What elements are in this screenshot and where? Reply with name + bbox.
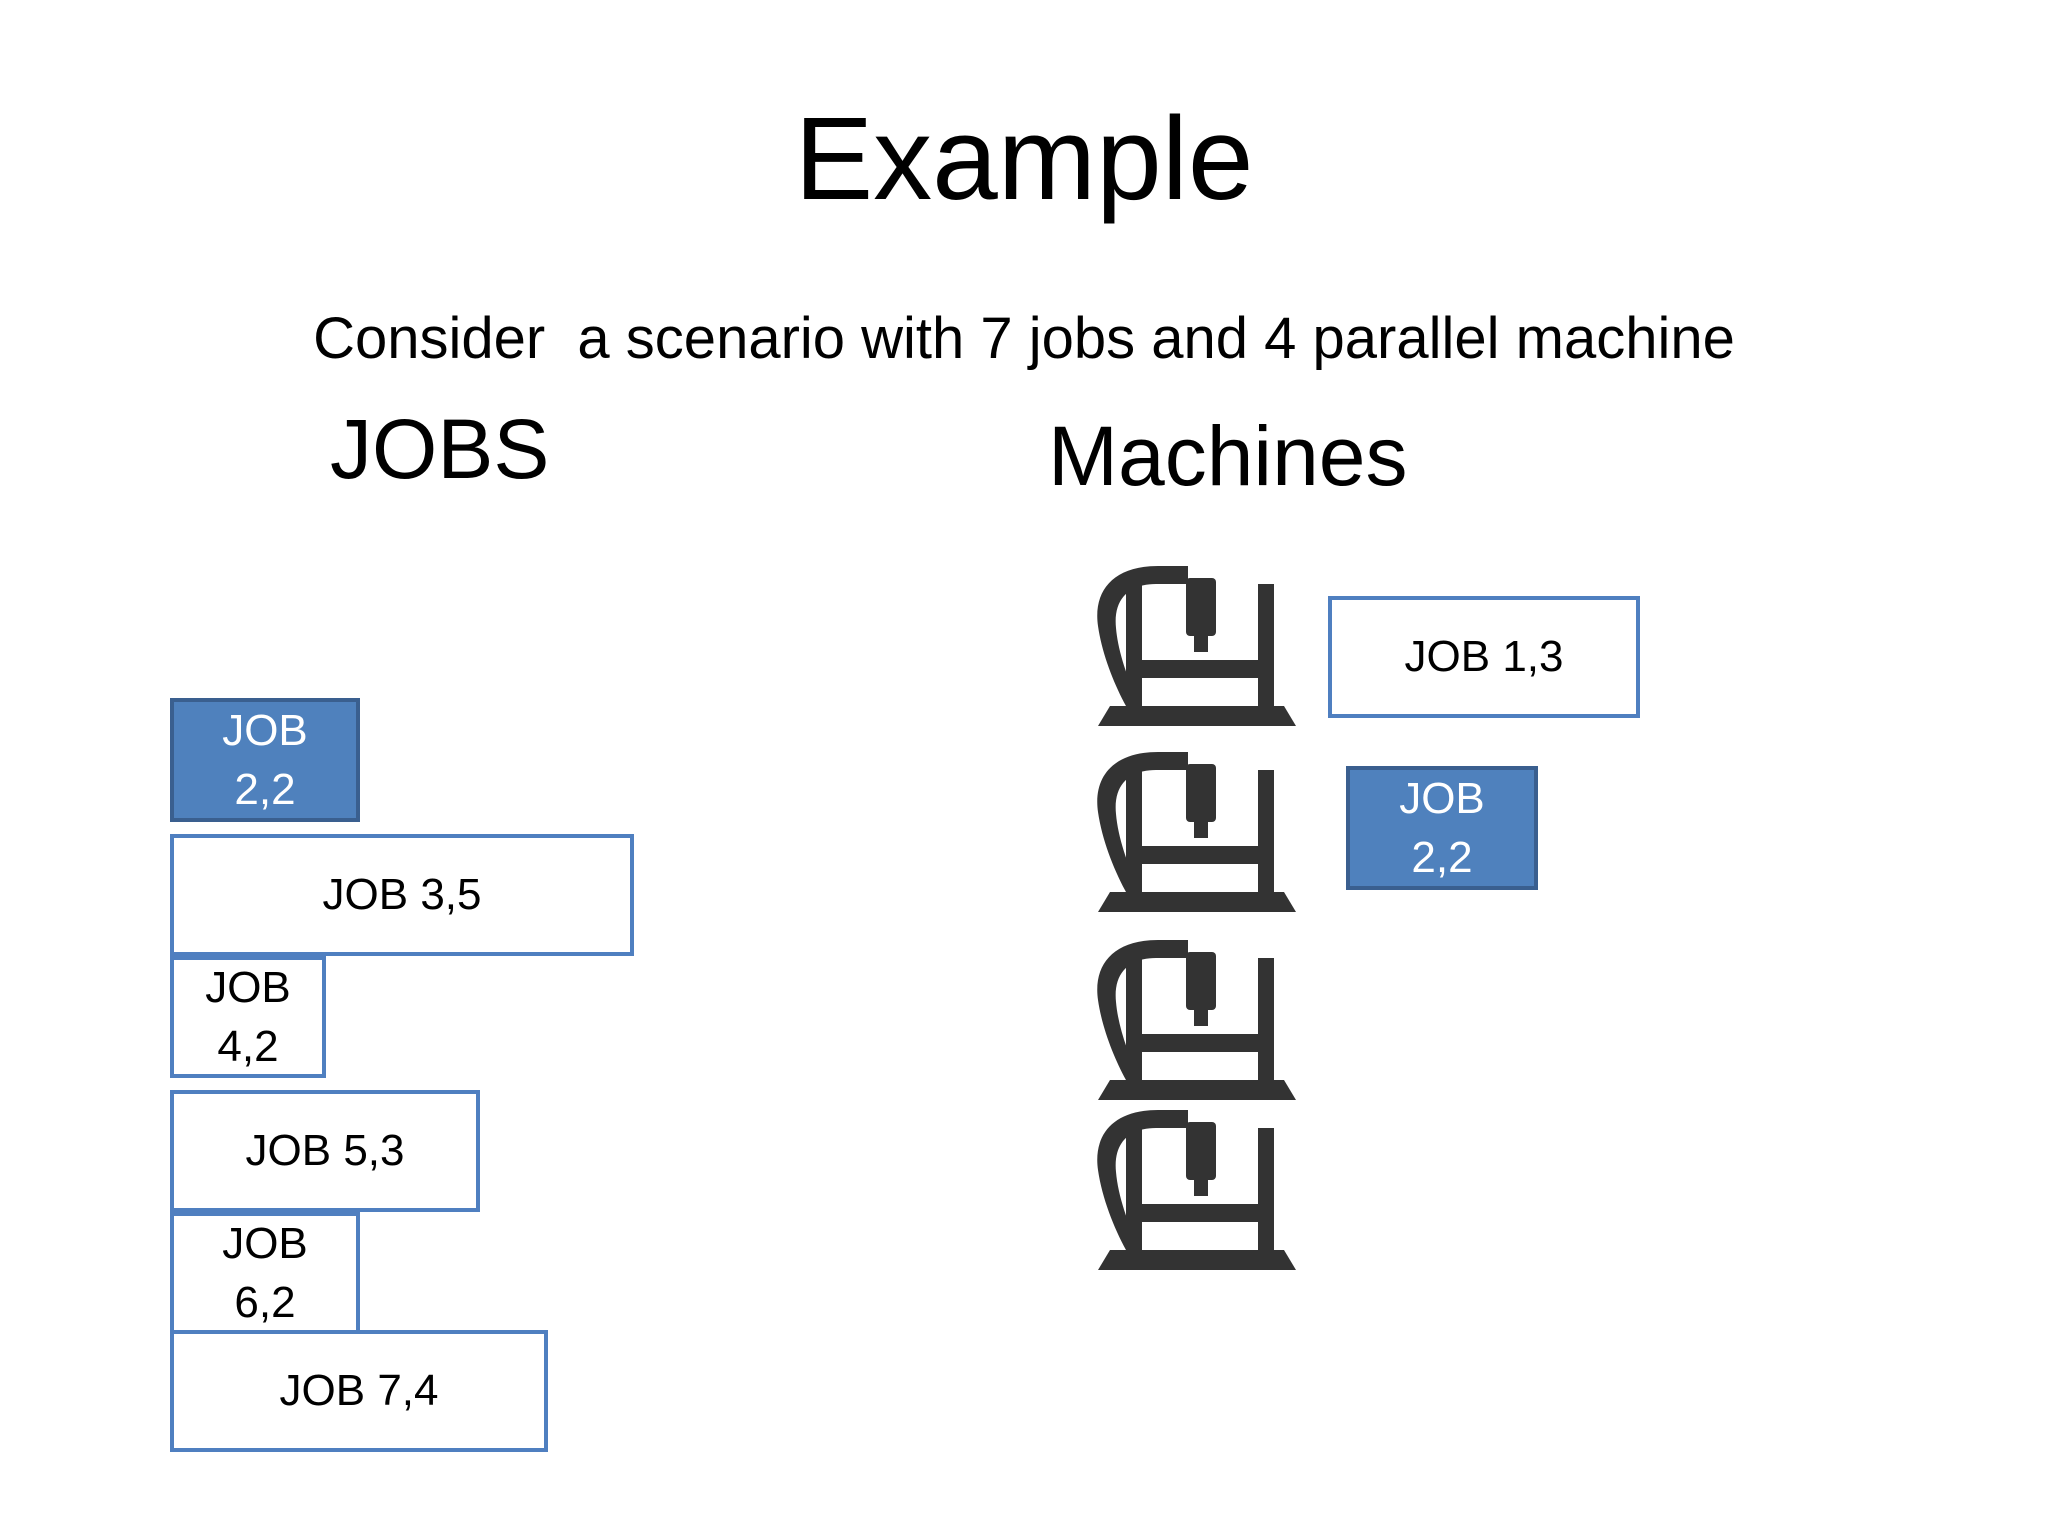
job-label: JOB 3,5 [322,870,482,920]
cnc-machine-icon [1088,556,1298,726]
job-params: 2,2 [234,765,296,814]
job-box-6: JOB 6,2 [170,1212,360,1334]
machine-2-assigned-job: JOB 2,2 [1346,766,1538,890]
machine-1-assigned-job: JOB 1,3 [1328,596,1640,718]
cnc-machine-icon-graphic [1097,1110,1296,1270]
job-params: 2,2 [1411,833,1473,882]
slide-title: Example [794,93,1254,225]
job-params: 6,2 [234,1278,296,1327]
job-box-5: JOB 5,3 [170,1090,480,1212]
cnc-machine-icon-graphic [1097,940,1296,1100]
jobs-heading: JOBS [330,402,550,496]
job-params: 4,2 [217,1022,279,1071]
job-label: JOB 1,3 [1404,632,1564,682]
job-box-7: JOB 7,4 [170,1330,548,1452]
slide-subtitle: Consider a scenario with 7 jobs and 4 pa… [313,306,1735,371]
job-label: JOB [222,1218,308,1268]
cnc-machine-icon-graphic [1097,752,1296,912]
machines-heading: Machines [1048,409,1408,503]
cnc-machine-icon-graphic [1097,566,1296,726]
job-label: JOB [205,962,291,1012]
job-label: JOB [1399,773,1485,823]
cnc-machine-icon [1088,930,1298,1100]
job-label: JOB 7,4 [279,1366,439,1416]
job-label: JOB 5,3 [245,1126,405,1176]
job-label: JOB [222,705,308,755]
job-box-4: JOB 4,2 [170,956,326,1078]
job-box-3: JOB 3,5 [170,834,634,956]
cnc-machine-icon [1088,1100,1298,1270]
job-box-2: JOB 2,2 [170,698,360,822]
cnc-machine-icon [1088,742,1298,912]
